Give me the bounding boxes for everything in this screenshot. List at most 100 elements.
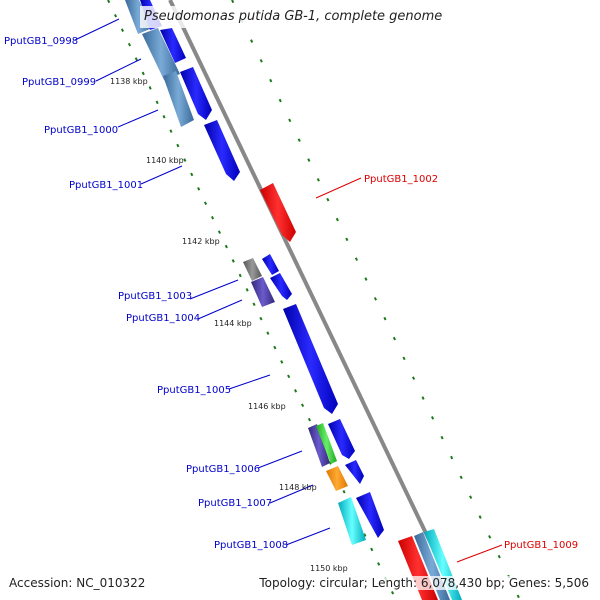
tick-dot [342,489,346,494]
tick-dot [345,237,349,242]
tick-dot [363,533,367,537]
gene-feature-1006-c[interactable] [328,419,355,459]
gene-label[interactable]: PputGB1_1000 [44,125,118,136]
gene-label[interactable]: PputGB1_1007 [198,498,272,509]
gene-feature-1004-a[interactable] [251,277,275,307]
gene-feature-1000-b[interactable] [180,67,212,120]
gene-label[interactable]: PputGB1_1001 [69,180,143,191]
tick-dot [266,331,270,335]
genome-backbone-line [168,0,460,600]
tick-dot [300,403,305,408]
tick-dot [134,57,138,61]
gene-feature-1006-b[interactable] [316,423,337,464]
tick-dot [224,244,228,249]
tick-dot [190,172,194,177]
tick-dot [450,455,454,460]
gene-label[interactable]: PputGB1_1008 [214,540,288,551]
gene-feature-0999-b[interactable] [160,28,186,63]
tick-dot [307,158,311,162]
tick-dot [478,515,482,519]
tick-dot [430,416,435,420]
gene-feature-1008-a[interactable] [338,497,366,545]
tick-dot [373,297,378,301]
tick-dot [364,277,368,281]
tick-dot [203,201,208,206]
tick-dot [250,39,254,43]
tick-dot [259,59,263,63]
gene-label[interactable]: PputGB1_0998 [4,36,78,47]
tick-dot [210,215,215,220]
tick-dot [273,345,277,350]
tick-dot [269,78,273,83]
tick-dot [278,98,282,103]
position-label: 1146 kbp [248,402,286,411]
tick-dot [113,13,118,18]
tick-dot [287,374,291,379]
tick-dot [162,114,166,119]
tick-dot [402,356,406,361]
tick-dot [316,178,320,182]
gene-label[interactable]: PputGB1_1004 [126,313,200,324]
gene-feature-1003-a[interactable] [243,258,262,281]
gene-feature-1000[interactable] [163,71,194,127]
tick-dot [231,259,235,263]
tick-dot [155,100,159,105]
gene-label[interactable]: PputGB1_1002 [364,174,438,185]
tick-dot [245,288,249,292]
tick-dot [328,461,332,465]
tick-dot [354,257,359,261]
tick-dot [411,376,416,380]
tick-dot [383,316,387,321]
tick-dot [259,316,263,321]
tick-dot [392,336,397,341]
tick-dot [297,138,301,142]
tick-dot [252,302,256,307]
tick-dot [169,129,173,133]
gene-feature-1002[interactable] [260,183,296,242]
accession-text: Accession: NC_010322 [9,576,146,590]
tick-dot [390,590,395,595]
tick-dot [280,360,284,364]
tick-dot [335,217,339,222]
tick-dot [238,273,242,278]
tick-dot [370,547,374,552]
gene-label[interactable]: PputGB1_1006 [186,464,260,475]
tick-dot [488,535,492,539]
label-leaders [74,18,503,563]
gene-feature-1003-b[interactable] [262,254,279,275]
gene-feature-1005[interactable] [283,304,338,414]
gene-feature-1008-b[interactable] [356,492,384,538]
tick-dot [459,475,463,480]
gene-feature-0999[interactable] [142,28,180,80]
tick-dot [307,417,312,422]
gene-label[interactable]: PputGB1_1009 [504,540,578,551]
gene-feature-1006-a[interactable] [308,424,330,467]
position-label: 1142 kbp [182,237,220,246]
gene-feature-1007-b[interactable] [345,460,364,484]
position-labels: 1138 kbp 1140 kbp 1142 kbp 1144 kbp 1146… [110,77,348,573]
tick-dot [293,389,298,393]
tick-dot [469,495,473,499]
tick-dot [440,435,444,440]
tick-dot [326,197,330,202]
gene-feature-1004-b[interactable] [270,273,292,300]
tick-dot [377,562,381,566]
tick-dot [231,0,235,4]
position-label: 1148 kbp [279,483,317,492]
tick-dot [421,396,425,400]
gene-label[interactable]: PputGB1_1005 [157,385,231,396]
tick-dot [107,0,111,4]
gene-feature-1001[interactable] [204,120,240,181]
gene-feature-1007-a[interactable] [326,466,348,491]
tick-dot [288,118,292,123]
position-label: 1144 kbp [214,319,252,328]
tick-dot [183,158,187,162]
position-label: 1140 kbp [146,156,184,165]
gene-label[interactable]: PputGB1_0999 [22,77,96,88]
tick-dot [516,594,520,599]
tick-dot [217,230,222,234]
gene-label[interactable]: PputGB1_1003 [118,291,192,302]
tick-dot [120,28,125,33]
position-label: 1138 kbp [110,77,148,86]
